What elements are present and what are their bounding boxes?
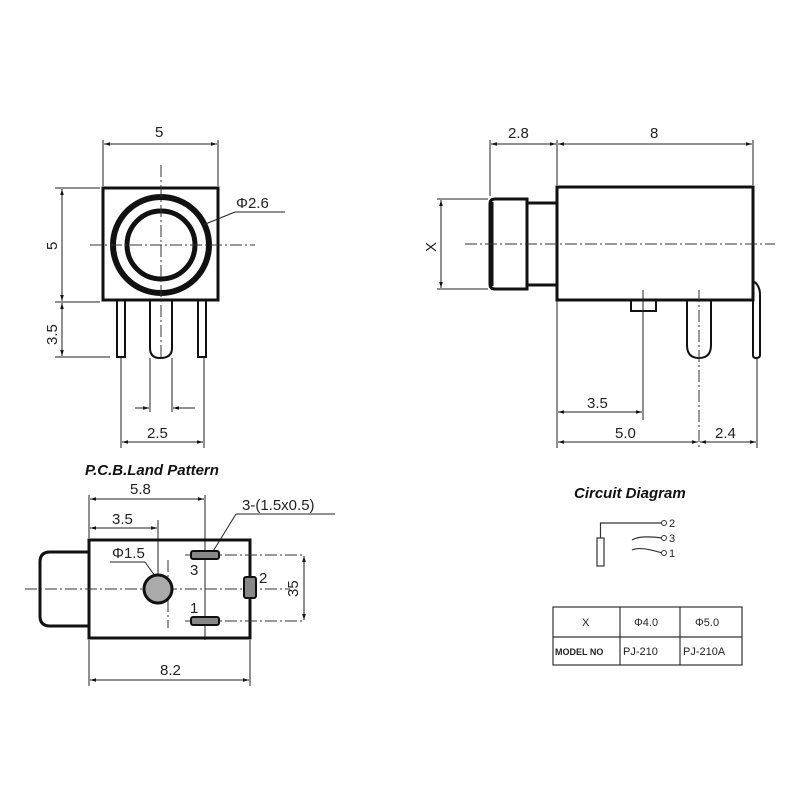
pin-pitch-dim: 2.5	[147, 425, 168, 442]
pad-3	[190, 550, 220, 560]
pin-label-3: 3	[190, 562, 198, 579]
table-model-label: MODEL NO	[555, 647, 603, 657]
front-view: 5 Φ2.6 5 3.5 2.5	[44, 124, 285, 448]
diameter-label: X	[423, 242, 440, 252]
circuit-diagram: Circuit Diagram 2 3 1	[574, 485, 686, 567]
table-header-x: X	[582, 617, 590, 629]
pin-length-dim: 3.5	[44, 324, 61, 345]
pin-spacing-dim: 35	[285, 580, 302, 597]
terminal-2: 2	[669, 518, 675, 530]
pcb-land-pattern: P.C.B.Land Pattern 5.8 3.5 3-(1.5x0.5) Φ…	[25, 462, 335, 686]
body-length-dim: 8	[650, 125, 658, 142]
model-table: X Φ4.0 Φ5.0 MODEL NO PJ-210 PJ-210A	[552, 606, 743, 666]
side-view: 2.8 8 X 3.5 5.0 2.4	[423, 125, 775, 448]
table-model-pj210: PJ-210	[623, 646, 658, 658]
table-header-phi5: Φ5.0	[695, 617, 719, 629]
tab-offset-dim: 2.4	[715, 425, 736, 442]
peg-offset-dim: 3.5	[587, 395, 608, 412]
pcb-length-dim: 8.2	[160, 662, 181, 679]
bore-dim: Φ2.6	[236, 195, 269, 212]
pad-2	[243, 576, 257, 599]
table-header-phi4: Φ4.0	[634, 617, 658, 629]
circuit-title: Circuit Diagram	[574, 485, 686, 502]
pin-offset-dim: 5.0	[615, 425, 636, 442]
front-height-dim: 5	[44, 242, 61, 250]
pin-label-2: 2	[259, 570, 267, 587]
pcb-span-dim: 5.8	[130, 481, 151, 498]
table-model-pj210a: PJ-210A	[683, 646, 726, 658]
nose-dim: 2.8	[508, 125, 529, 142]
hole-dim: Φ1.5	[112, 545, 145, 562]
terminal-3: 3	[669, 533, 675, 545]
pcb-hole-offset-dim: 3.5	[112, 511, 133, 528]
pcb-title: P.C.B.Land Pattern	[85, 462, 219, 479]
terminal-1: 1	[669, 548, 675, 560]
pad-dim: 3-(1.5x0.5)	[242, 497, 315, 514]
front-width-dim: 5	[155, 124, 163, 141]
pad-1	[190, 616, 220, 626]
pin-label-1: 1	[190, 600, 198, 617]
